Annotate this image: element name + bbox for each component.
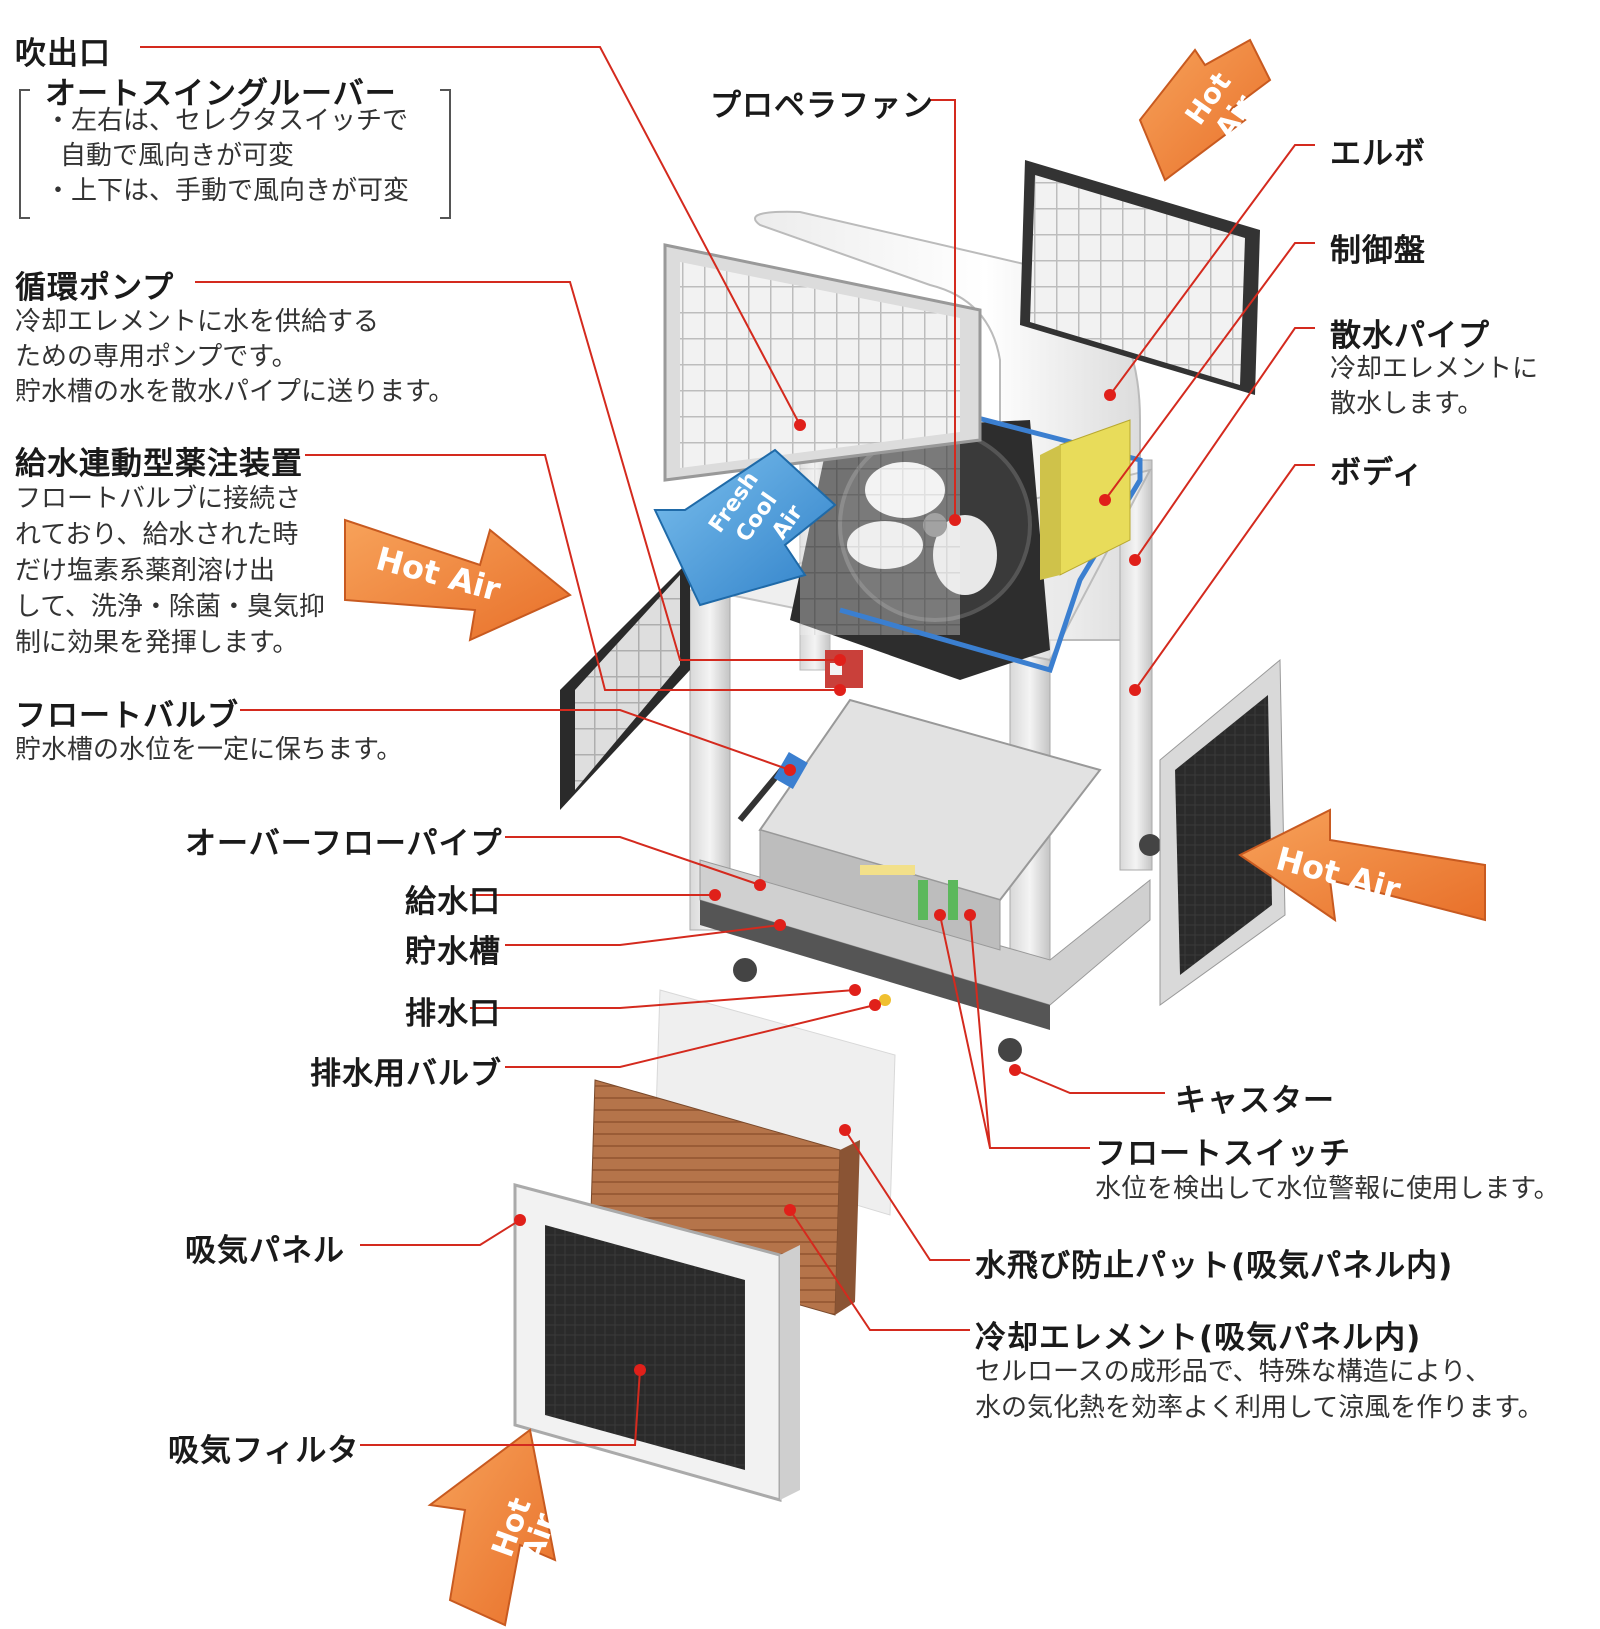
element-desc-1: セルロースの成形品で、特殊な構造により、	[975, 1357, 1492, 1387]
label-dosing: 給水連動型薬注装置	[15, 446, 303, 482]
label-sprinkler: 散水パイプ	[1330, 318, 1490, 354]
hot-air-arrow-left	[344, 518, 572, 642]
label-float-switch: フロートスイッチ	[1095, 1136, 1351, 1172]
hot-air-arrow-bottom	[427, 1428, 557, 1627]
pump-desc-2: ための専用ポンプです。	[15, 342, 298, 372]
right-side-panel	[1159, 658, 1286, 1006]
dosing-desc-5: 制に効果を発揮します。	[15, 628, 299, 658]
fresh-cool-air-arrow	[653, 448, 837, 607]
dosing-desc-3: だけ塩素系薬剤溶け出	[15, 556, 276, 586]
label-drain-valve: 排水用バルブ	[310, 1056, 502, 1092]
left-side-panel	[560, 560, 690, 810]
label-float-valve: フロートバルブ	[15, 698, 239, 734]
label-pump: 循環ポンプ	[15, 270, 175, 306]
intake-panel-frame	[513, 1183, 800, 1502]
label-caster: キャスター	[1175, 1083, 1335, 1119]
label-splash-pad: 水飛び防止パット(吸気パネル内)	[975, 1248, 1454, 1284]
label-drain: 排水口	[405, 996, 501, 1032]
label-elbow: エルボ	[1330, 136, 1426, 172]
label-intake-filter: 吸気フィルタ	[168, 1433, 360, 1469]
label-inlet: 給水口	[405, 884, 501, 920]
dosing-desc-1: フロートバルブに接続さ	[15, 484, 302, 514]
pump-desc-3: 貯水槽の水を散水パイプに送ります。	[15, 377, 455, 407]
louver-panel	[663, 243, 982, 482]
louver-bracket	[19, 89, 451, 219]
leader-lines	[140, 46, 1315, 1446]
hot-air-arrow-top	[1138, 38, 1272, 182]
label-louver: オートスイングルーバー	[45, 76, 397, 112]
float-switch-desc: 水位を検出して水位警報に使用します。	[1095, 1174, 1560, 1204]
cooler-body	[689, 210, 1161, 1062]
sprinkler-desc-1: 冷却エレメントに	[1330, 354, 1539, 384]
dosing-desc-2: れており、給水された時	[15, 520, 299, 550]
sprinkler-desc-2: 散水します。	[1330, 389, 1484, 419]
louver-desc-1: ・左右は、セレクタスイッチで	[45, 106, 408, 136]
label-tank: 貯水槽	[405, 934, 501, 970]
dosing-desc-4: して、洗浄・除菌・臭気抑	[15, 592, 325, 622]
label-fan: プロペラファン	[710, 88, 934, 124]
float-valve-desc: 貯水槽の水位を一定に保ちます。	[15, 735, 403, 765]
top-right-filter	[1020, 160, 1260, 395]
pump-desc-1: 冷却エレメントに水を供給する	[15, 307, 380, 337]
label-control: 制御盤	[1330, 233, 1426, 269]
element-desc-2: 水の気化熱を効率よく利用して涼風を作ります。	[975, 1393, 1544, 1423]
leader-dots	[514, 389, 1141, 1376]
label-overflow: オーバーフローパイプ	[185, 826, 503, 862]
label-outlet: 吹出口	[15, 36, 111, 72]
louver-desc-3: ・上下は、手動で風向きが可変	[45, 176, 410, 206]
label-intake-panel: 吸気パネル	[185, 1233, 345, 1269]
hot-air-arrow-right	[1238, 808, 1486, 923]
louver-desc-2: 自動で風向きが可変	[60, 141, 295, 171]
label-body: ボディ	[1330, 455, 1424, 491]
label-element: 冷却エレメント(吸気パネル内)	[975, 1320, 1422, 1356]
